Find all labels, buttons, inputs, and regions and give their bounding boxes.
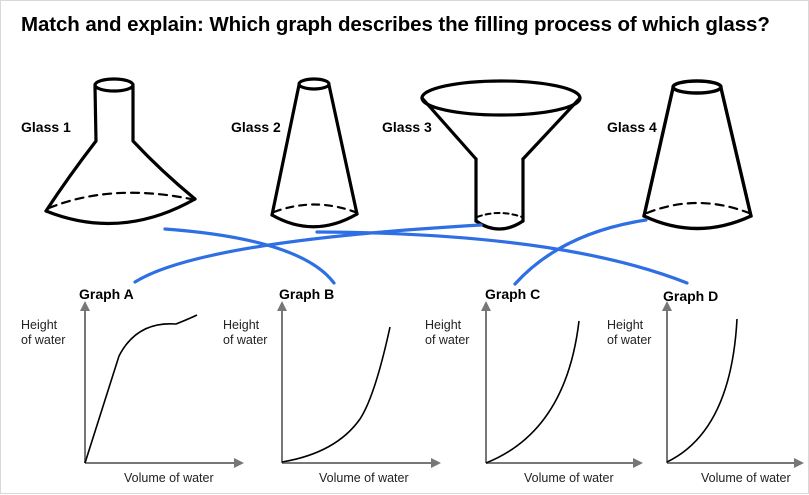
glass-4-drawing (644, 81, 751, 229)
glass-2-drawing (272, 79, 357, 227)
connector-glass2-graphD (317, 232, 687, 283)
graph-c-plot (486, 306, 638, 463)
graph-a-curve (85, 315, 197, 463)
graph-c-curve (486, 321, 579, 463)
connector-glass1-graphB (165, 229, 334, 283)
graph-a-plot (85, 306, 239, 463)
match-connectors (135, 220, 687, 284)
graph-b-plot (282, 306, 436, 463)
graph-d-curve (667, 319, 737, 462)
graph-b-curve (282, 327, 390, 462)
glass-3-drawing (422, 81, 580, 229)
graph-d-plot (667, 306, 799, 463)
connector-glass3-graphA (135, 225, 481, 282)
glass-1-drawing (46, 79, 195, 224)
